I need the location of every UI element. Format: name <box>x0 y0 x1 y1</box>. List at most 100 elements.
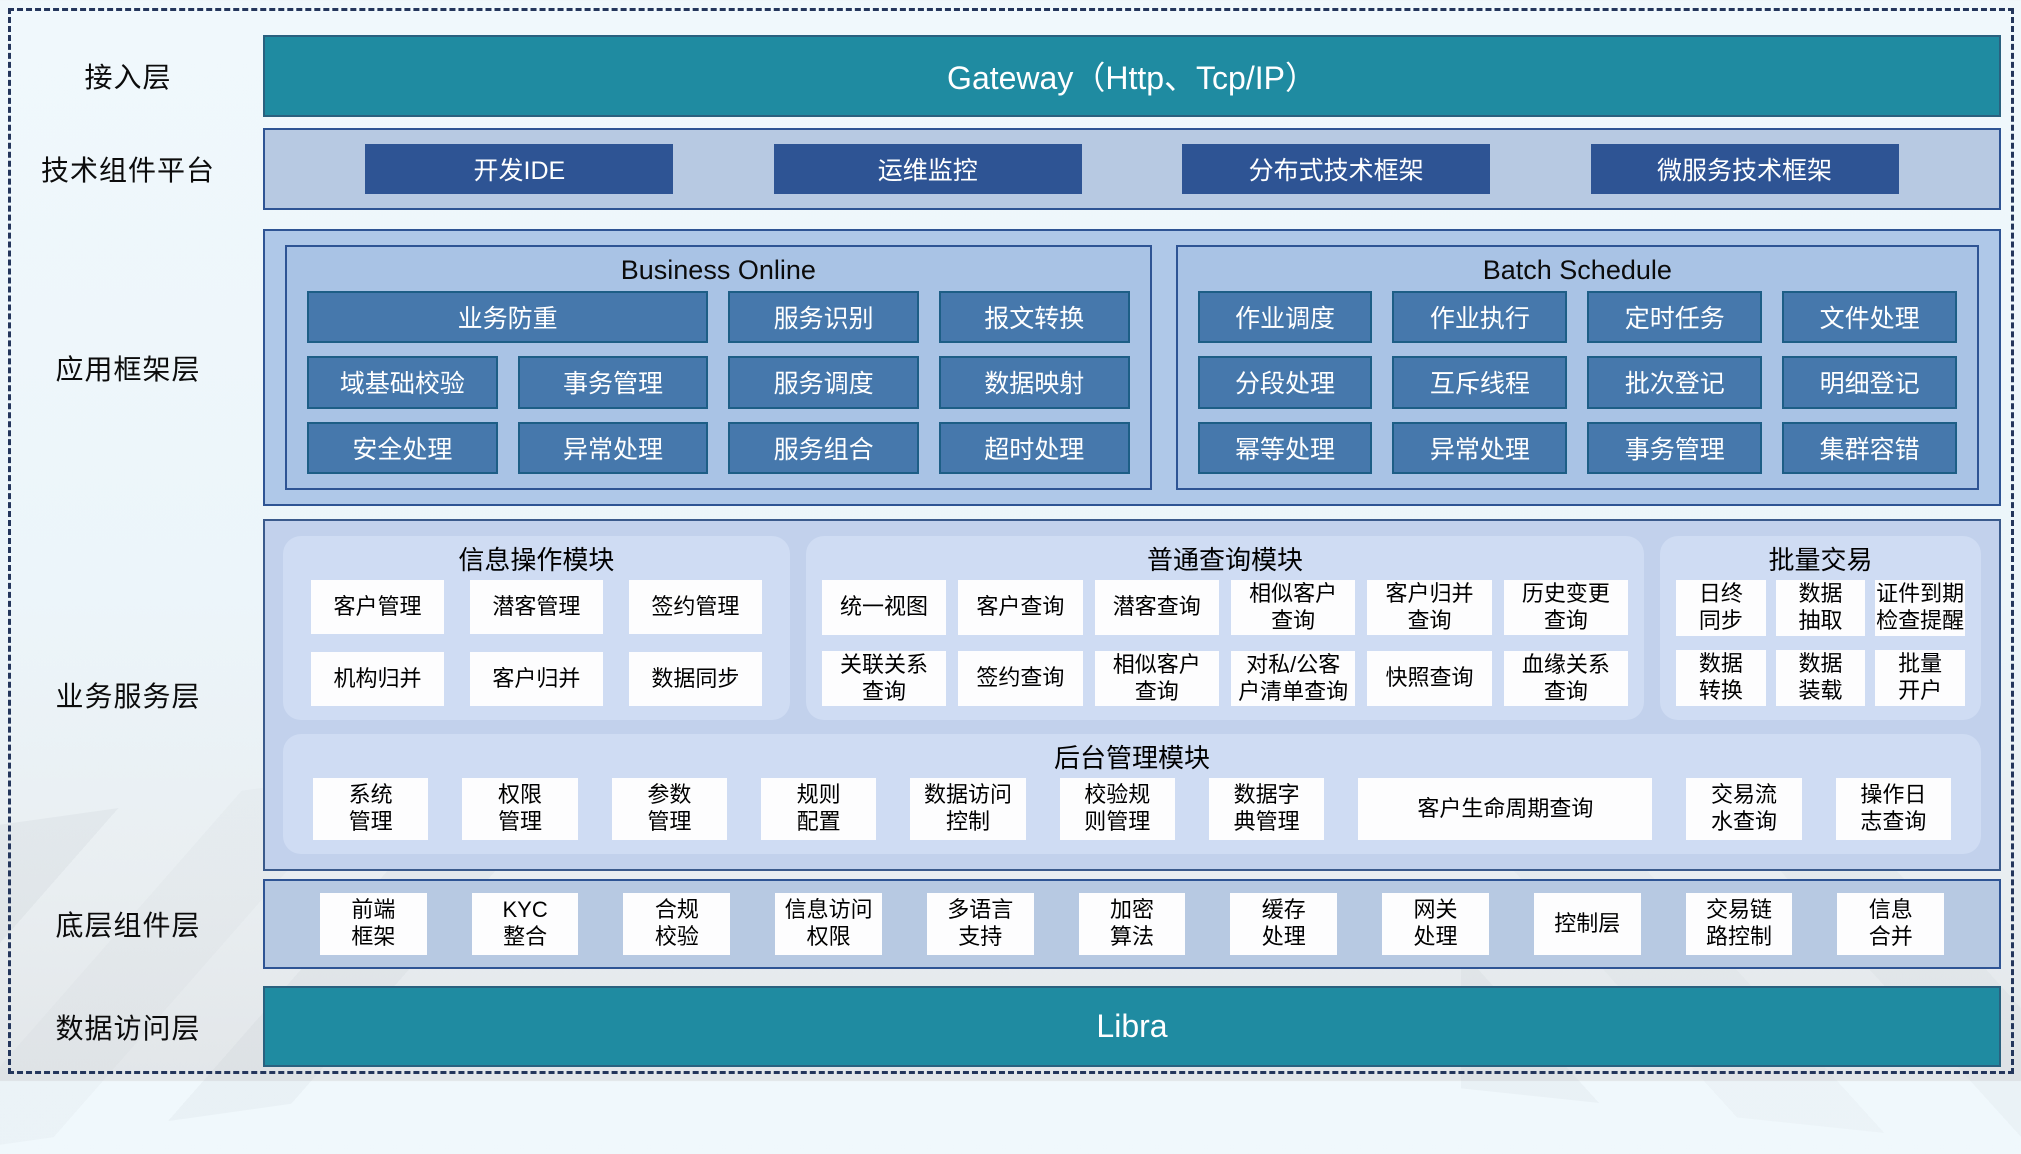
batch-schedule-block: 作业执行 <box>1392 291 1568 344</box>
business-online-block: 域基础校验 <box>307 356 498 409</box>
business-online-block: 服务组合 <box>728 421 919 474</box>
layer-label-app-framework: 应用框架层 <box>55 353 201 385</box>
gateway-bar: Gateway（Http、Tcp/IP） <box>263 35 2001 117</box>
business-online-block: 服务调度 <box>728 356 919 409</box>
batch-trade-block: 日终 同步 <box>1676 580 1766 636</box>
base-component-block: 缓存 处理 <box>1230 893 1338 955</box>
base-component-block: 加密 算法 <box>1078 893 1186 955</box>
batch-schedule-block: 分段处理 <box>1197 356 1373 409</box>
base-component-block: 信息访问 权限 <box>775 893 882 955</box>
layer-label-tech-platform: 技术组件平台 <box>40 155 215 186</box>
general-query-module-grid: 统一视图客户查询潜客查询相似客户 查询客户归并 查询历史变更 查询关联关系 查询… <box>821 580 1629 706</box>
general-query-module-title: 普通查询模块 <box>1146 545 1303 575</box>
admin-module-block: 校验规 则管理 <box>1059 778 1175 840</box>
business-online-block: 数据映射 <box>938 356 1130 409</box>
general-query-module-card: 普通查询模块 统一视图客户查询潜客查询相似客户 查询客户归并 查询历史变更 查询… <box>805 536 1645 720</box>
business-service-top-row: 信息操作模块 客户管理潜客管理签约管理机构归并客户归并数据同步 普通查询模块 统… <box>283 536 1981 720</box>
batch-schedule-row: 作业调度作业执行定时任务文件处理 <box>1197 291 1957 344</box>
tech-platform-block: 微服务技术框架 <box>1590 144 1899 194</box>
batch-schedule-rows: 作业调度作业执行定时任务文件处理 分段处理互斥线程批次登记明细登记 幂等处理异常… <box>1197 291 1957 474</box>
business-online-block: 事务管理 <box>517 356 709 409</box>
batch-schedule-block: 批次登记 <box>1587 356 1763 409</box>
general-query-block: 统一视图 <box>821 580 947 635</box>
layer-label-data-access: 数据访问层 <box>55 1012 201 1044</box>
business-online-panel: Business Online 业务防重服务识别报文转换 域基础校验事务管理服务… <box>285 245 1152 490</box>
general-query-block: 相似客户 查询 <box>1094 651 1219 706</box>
layer-label-access: 接入层 <box>84 62 172 93</box>
tech-platform-block: 运维监控 <box>773 144 1082 194</box>
base-component-block: 交易链 路控制 <box>1685 893 1793 955</box>
batch-schedule-block: 作业调度 <box>1197 291 1373 344</box>
admin-module-block: 交易流 水查询 <box>1686 778 1802 840</box>
admin-module-block: 操作日 志查询 <box>1835 778 1952 840</box>
batch-trade-module-title: 批量交易 <box>1768 545 1873 575</box>
layer-label-business-service: 业务服务层 <box>55 681 201 712</box>
business-online-block: 安全处理 <box>307 421 498 474</box>
batch-schedule-block: 互斥线程 <box>1392 356 1568 409</box>
base-components-panel: 前端 框架 KYC 整合合规 校验信息访问 权限多语言 支持加密 算法缓存 处理网… <box>263 879 2001 969</box>
batch-trade-block: 批量 开户 <box>1875 650 1965 706</box>
info-operation-module-card: 信息操作模块 客户管理潜客管理签约管理机构归并客户归并数据同步 <box>283 536 790 720</box>
info-operation-block: 客户管理 <box>311 580 444 634</box>
info-operation-block: 数据同步 <box>628 652 762 706</box>
general-query-block: 血缘关系 查询 <box>1503 651 1629 706</box>
business-online-row: 业务防重服务识别报文转换 <box>307 291 1130 344</box>
general-query-block: 相似客户 查询 <box>1230 580 1356 635</box>
admin-module-block: 数据访问 控制 <box>910 778 1026 840</box>
business-online-block: 服务识别 <box>728 291 919 344</box>
batch-schedule-title: Batch Schedule <box>1482 255 1672 285</box>
tech-platform-panel: 开发IDE 运维监控 分布式技术框架 微服务技术框架 <box>263 128 2001 210</box>
general-query-block: 客户归并 查询 <box>1367 580 1492 635</box>
business-online-rows: 业务防重服务识别报文转换 域基础校验事务管理服务调度数据映射 安全处理异常处理服… <box>307 291 1130 474</box>
base-component-block: 网关 处理 <box>1382 893 1489 955</box>
app-framework-panel: Business Online 业务防重服务识别报文转换 域基础校验事务管理服务… <box>263 229 2001 506</box>
business-online-block: 业务防重 <box>307 291 709 344</box>
batch-trade-block: 数据 转换 <box>1676 650 1766 706</box>
batch-schedule-block: 文件处理 <box>1782 291 1957 344</box>
base-component-block: 多语言 支持 <box>926 893 1034 955</box>
batch-trade-module-grid: 日终 同步数据 抽取证件到期 检查提醒数据 转换数据 装载批量 开户 <box>1676 580 1965 706</box>
base-component-block: 信息 合并 <box>1837 893 1945 955</box>
libra-bar: Libra <box>263 986 2001 1067</box>
admin-module-title: 后台管理模块 <box>1053 743 1210 773</box>
general-query-block: 关联关系 查询 <box>821 651 947 706</box>
batch-trade-module-card: 批量交易 日终 同步数据 抽取证件到期 检查提醒数据 转换数据 装载批量 开户 <box>1660 536 1981 720</box>
base-component-block: 前端 框架 <box>320 893 427 955</box>
base-component-block: KYC 整合 <box>471 893 579 955</box>
admin-module-block: 规则 配置 <box>760 778 877 840</box>
general-query-block: 签约查询 <box>958 651 1083 706</box>
layer-label-base-components: 底层组件层 <box>55 910 201 941</box>
info-operation-block: 机构归并 <box>311 652 444 706</box>
general-query-block: 快照查询 <box>1367 651 1492 706</box>
info-operation-module-grid: 客户管理潜客管理签约管理机构归并客户归并数据同步 <box>299 580 774 706</box>
tech-platform-block: 分布式技术框架 <box>1182 144 1491 194</box>
admin-module-block: 权限 管理 <box>462 778 578 840</box>
business-online-row: 安全处理异常处理服务组合超时处理 <box>307 421 1130 474</box>
admin-module-block: 系统 管理 <box>313 778 429 840</box>
info-operation-module-title: 信息操作模块 <box>458 545 615 575</box>
admin-module-row: 系统 管理权限 管理参数 管理规则 配置数据访问 控制校验规 则管理数据字 典管… <box>299 778 1965 840</box>
business-online-block: 超时处理 <box>938 421 1130 474</box>
batch-schedule-row: 幂等处理异常处理事务管理集群容错 <box>1197 421 1957 474</box>
info-operation-block: 客户归并 <box>469 652 603 706</box>
business-online-block: 报文转换 <box>938 291 1130 344</box>
business-service-panel: 信息操作模块 客户管理潜客管理签约管理机构归并客户归并数据同步 普通查询模块 统… <box>263 519 2001 871</box>
general-query-block: 客户查询 <box>958 580 1083 635</box>
admin-module-card: 后台管理模块 系统 管理权限 管理参数 管理规则 配置数据访问 控制校验规 则管… <box>283 734 1981 854</box>
general-query-block: 历史变更 查询 <box>1503 580 1629 635</box>
tech-platform-block: 开发IDE <box>365 144 674 194</box>
batch-schedule-block: 幂等处理 <box>1197 421 1373 474</box>
batch-trade-block: 证件到期 检查提醒 <box>1875 580 1965 636</box>
admin-module-block: 参数 管理 <box>611 778 727 840</box>
base-component-block: 控制层 <box>1533 893 1641 955</box>
batch-schedule-block: 异常处理 <box>1392 421 1568 474</box>
base-component-block: 合规 校验 <box>623 893 731 955</box>
batch-schedule-block: 事务管理 <box>1587 421 1763 474</box>
general-query-block: 潜客查询 <box>1094 580 1219 635</box>
info-operation-block: 签约管理 <box>628 580 762 634</box>
business-online-row: 域基础校验事务管理服务调度数据映射 <box>307 356 1130 409</box>
batch-schedule-block: 集群容错 <box>1782 421 1957 474</box>
batch-schedule-row: 分段处理互斥线程批次登记明细登记 <box>1197 356 1957 409</box>
batch-schedule-panel: Batch Schedule 作业调度作业执行定时任务文件处理 分段处理互斥线程… <box>1175 245 1979 490</box>
general-query-block: 对私/公客 户清单查询 <box>1230 651 1356 706</box>
